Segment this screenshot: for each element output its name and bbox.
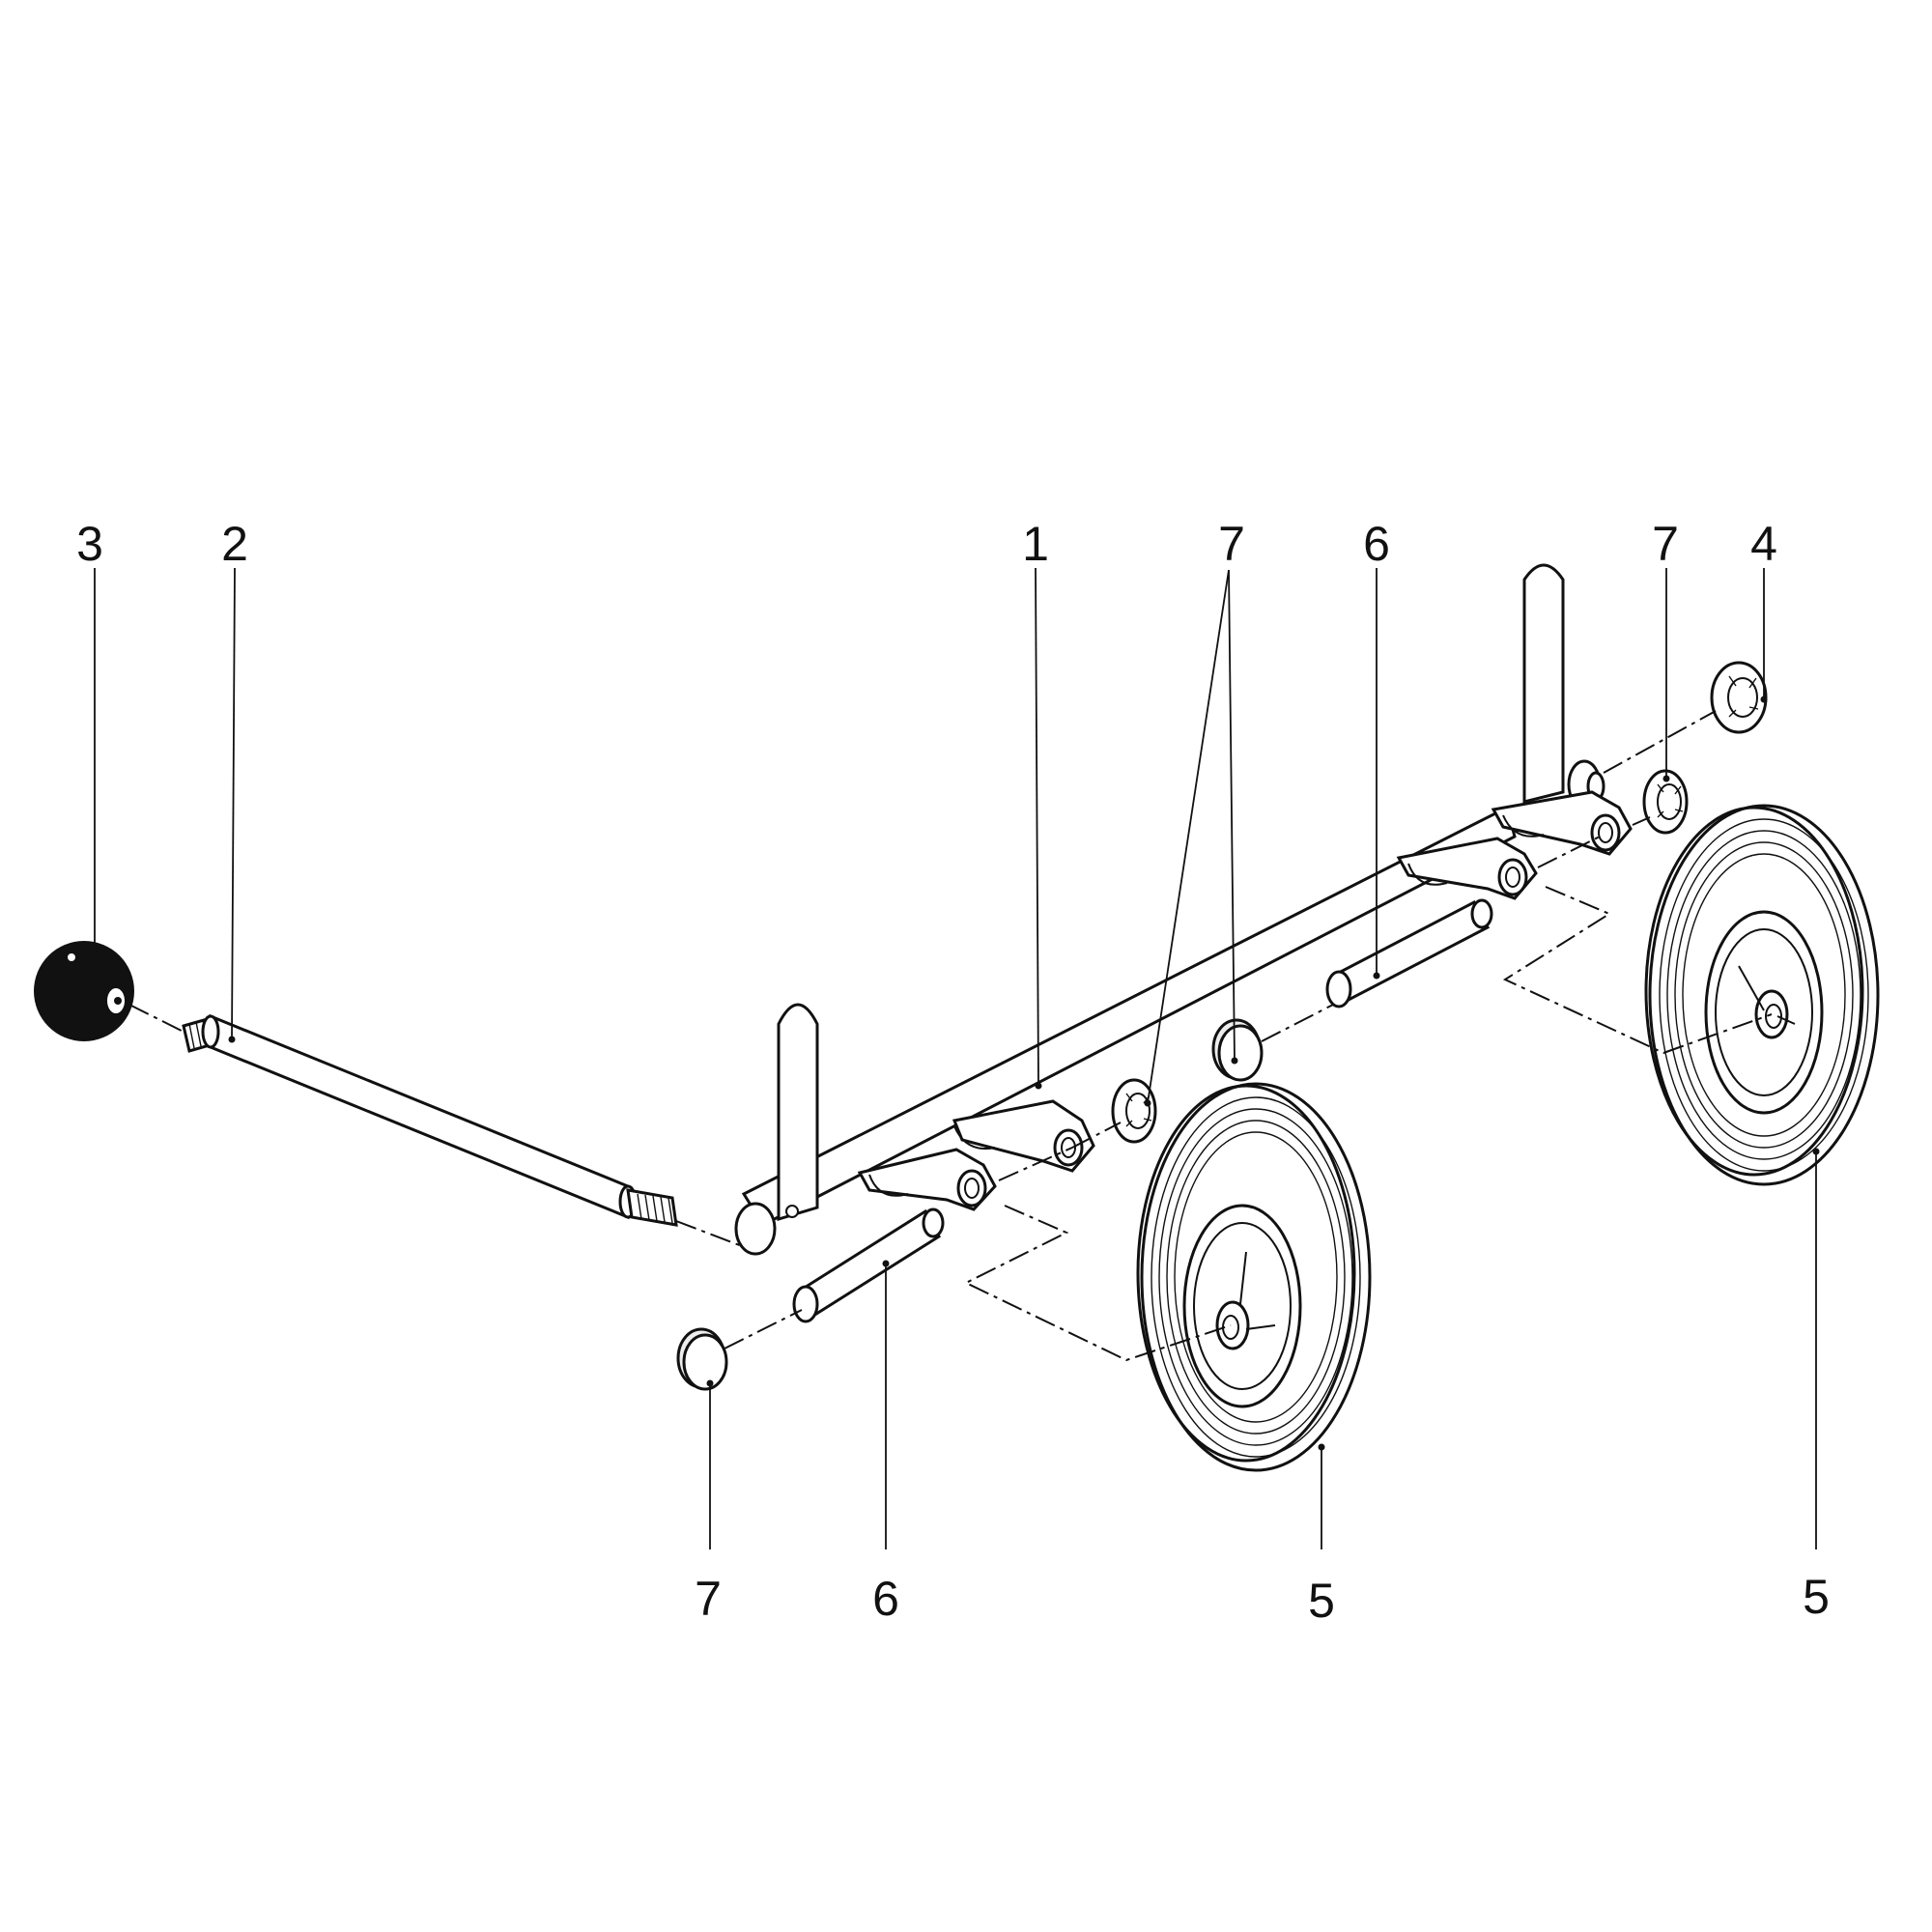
- lock-washer-part-7-left: [1111, 1078, 1157, 1144]
- end-cap-part-7-bottom: [676, 1327, 728, 1391]
- callout-1-frame: 1: [1022, 517, 1049, 571]
- end-cap-part-7-middle: [1211, 1018, 1264, 1082]
- axle-pin-part-6-right: [1325, 898, 1493, 1009]
- callout-7-top-left: 7: [1218, 517, 1245, 571]
- callout-6-top: 6: [1363, 517, 1390, 571]
- callout-labels: 3 2 1 7 6 7 4 7 6 5 5: [76, 517, 1830, 1628]
- leader-lines: [91, 567, 1820, 1549]
- callout-4-cap: 4: [1750, 517, 1777, 571]
- assembly-center-lines: [128, 710, 1773, 1362]
- callout-2-shaft: 2: [221, 517, 248, 571]
- callout-5-wheel-right: 5: [1803, 1570, 1830, 1624]
- callout-7-top-right: 7: [1652, 517, 1679, 571]
- frame-part-1: [734, 563, 1633, 1256]
- callout-6-bottom: 6: [872, 1572, 899, 1626]
- wheel-part-5-right: [1644, 804, 1880, 1186]
- wheel-part-5-left: [1136, 1082, 1372, 1472]
- axle-pin-part-6-left: [792, 1208, 945, 1323]
- callout-3-knob: 3: [76, 517, 103, 571]
- hub-cap-part-4: [1710, 661, 1768, 734]
- lock-washer-part-7-right: [1642, 769, 1689, 835]
- callout-7-bottom: 7: [695, 1572, 722, 1626]
- shaft-part-2: [182, 1013, 678, 1227]
- knob-part-3: [34, 941, 134, 1041]
- callout-5-wheel-left: 5: [1308, 1574, 1335, 1628]
